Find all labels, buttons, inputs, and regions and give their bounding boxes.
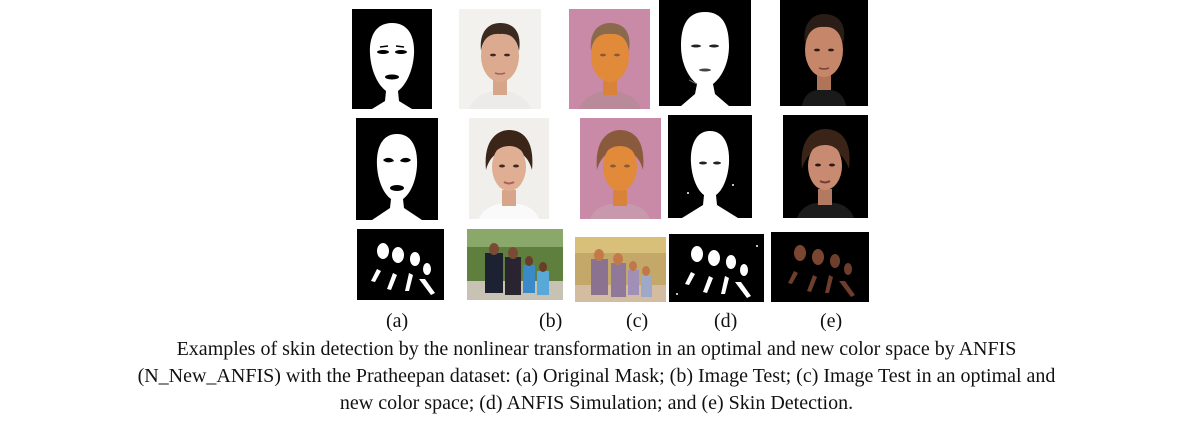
panel-e-row2-skin (783, 115, 868, 218)
column-label-c: (c) (626, 310, 649, 332)
panel-b-row1-photo (459, 9, 541, 109)
column-label-a: (a) (386, 310, 409, 332)
panel-c-row2-transformed (580, 118, 661, 219)
panel-a-row2-mask (356, 118, 438, 220)
column-label-d: (d) (714, 310, 738, 332)
panel-a-row1-mask (352, 9, 432, 109)
panel-b-row3-photo (467, 229, 563, 300)
panel-d-row1-anfis (659, 0, 751, 106)
panel-d-row2-anfis (668, 115, 752, 218)
panel-c-row3-transformed (575, 237, 666, 302)
panel-c-row1-transformed (569, 9, 650, 109)
caption-line-2: (N_New_ANFIS) with the Pratheepan datase… (137, 365, 1056, 387)
panel-b-row2-photo (469, 118, 549, 219)
panel-e-row1-skin (780, 0, 868, 106)
column-label-b: (b) (539, 310, 563, 332)
panel-e-row3-skin (771, 232, 869, 302)
figure-caption: Examples of skin detection by the nonlin… (0, 336, 1193, 417)
panel-a-row3-mask (357, 229, 444, 300)
caption-line-1: Examples of skin detection by the nonlin… (176, 338, 1017, 360)
panel-d-row3-anfis (669, 234, 764, 302)
column-label-e: (e) (820, 310, 843, 332)
caption-line-3: new color space; (d) ANFIS Simulation; a… (339, 392, 854, 414)
